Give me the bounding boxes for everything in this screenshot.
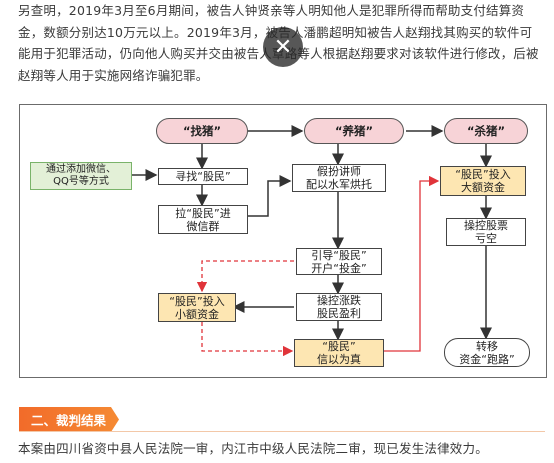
close-icon: ✕ — [273, 34, 293, 60]
step-stock-loss: 操控股票 亏空 — [446, 218, 526, 246]
dashed-small-to-trust — [201, 322, 294, 357]
section-divider — [19, 431, 545, 432]
step-manipulate-profit: 操控涨跌 股民盈利 — [296, 293, 382, 321]
fraud-flow-diagram: “找猪” “养猪” “杀猪” 通过添加微信、 QQ号等方式 寻找“股民” 拉“股… — [19, 104, 547, 378]
stage-raise: “养猪” — [304, 118, 404, 144]
arrow-pull-to-pose — [248, 175, 292, 217]
arrow-trust-to-large — [384, 175, 440, 352]
dashed-guide-to-small — [196, 260, 294, 293]
step-pose-as-lecturer: 假扮讲师 配以水军烘托 — [292, 164, 386, 192]
step-pull-into-group: 拉“股民”进 微信群 — [158, 205, 248, 234]
step-guide-deposit: 引导“股民” 开户“投金” — [296, 248, 382, 275]
stage-find: “找猪” — [156, 118, 248, 144]
paragraph-1: 另查明，2019年3月至6月期间，被告人钟贤亲等人明知他人是犯罪所得而帮助支付结… — [18, 3, 539, 83]
step-believe: “股民” 信以为真 — [294, 339, 384, 367]
step-transfer-flee: 转移 资金“跑路” — [444, 338, 530, 367]
diagram-connectors — [132, 125, 492, 357]
step-seek-investors: 寻找“股民” — [158, 168, 248, 185]
paragraph-2: 本案由四川省资中县人民法院一审，内江市中级人民法院二审，现已发生法律效力。 — [18, 441, 488, 456]
stage-kill: “杀猪” — [444, 118, 528, 144]
step-large-investment: “股民”投入 大额资金 — [440, 166, 526, 196]
section-title-judgment: 二、裁判结果 — [19, 407, 119, 432]
note-add-contacts: 通过添加微信、 QQ号等方式 — [30, 162, 132, 190]
close-overlay-button[interactable]: ✕ — [263, 27, 303, 67]
step-small-investment: “股民”投入 小额资金 — [158, 293, 236, 322]
